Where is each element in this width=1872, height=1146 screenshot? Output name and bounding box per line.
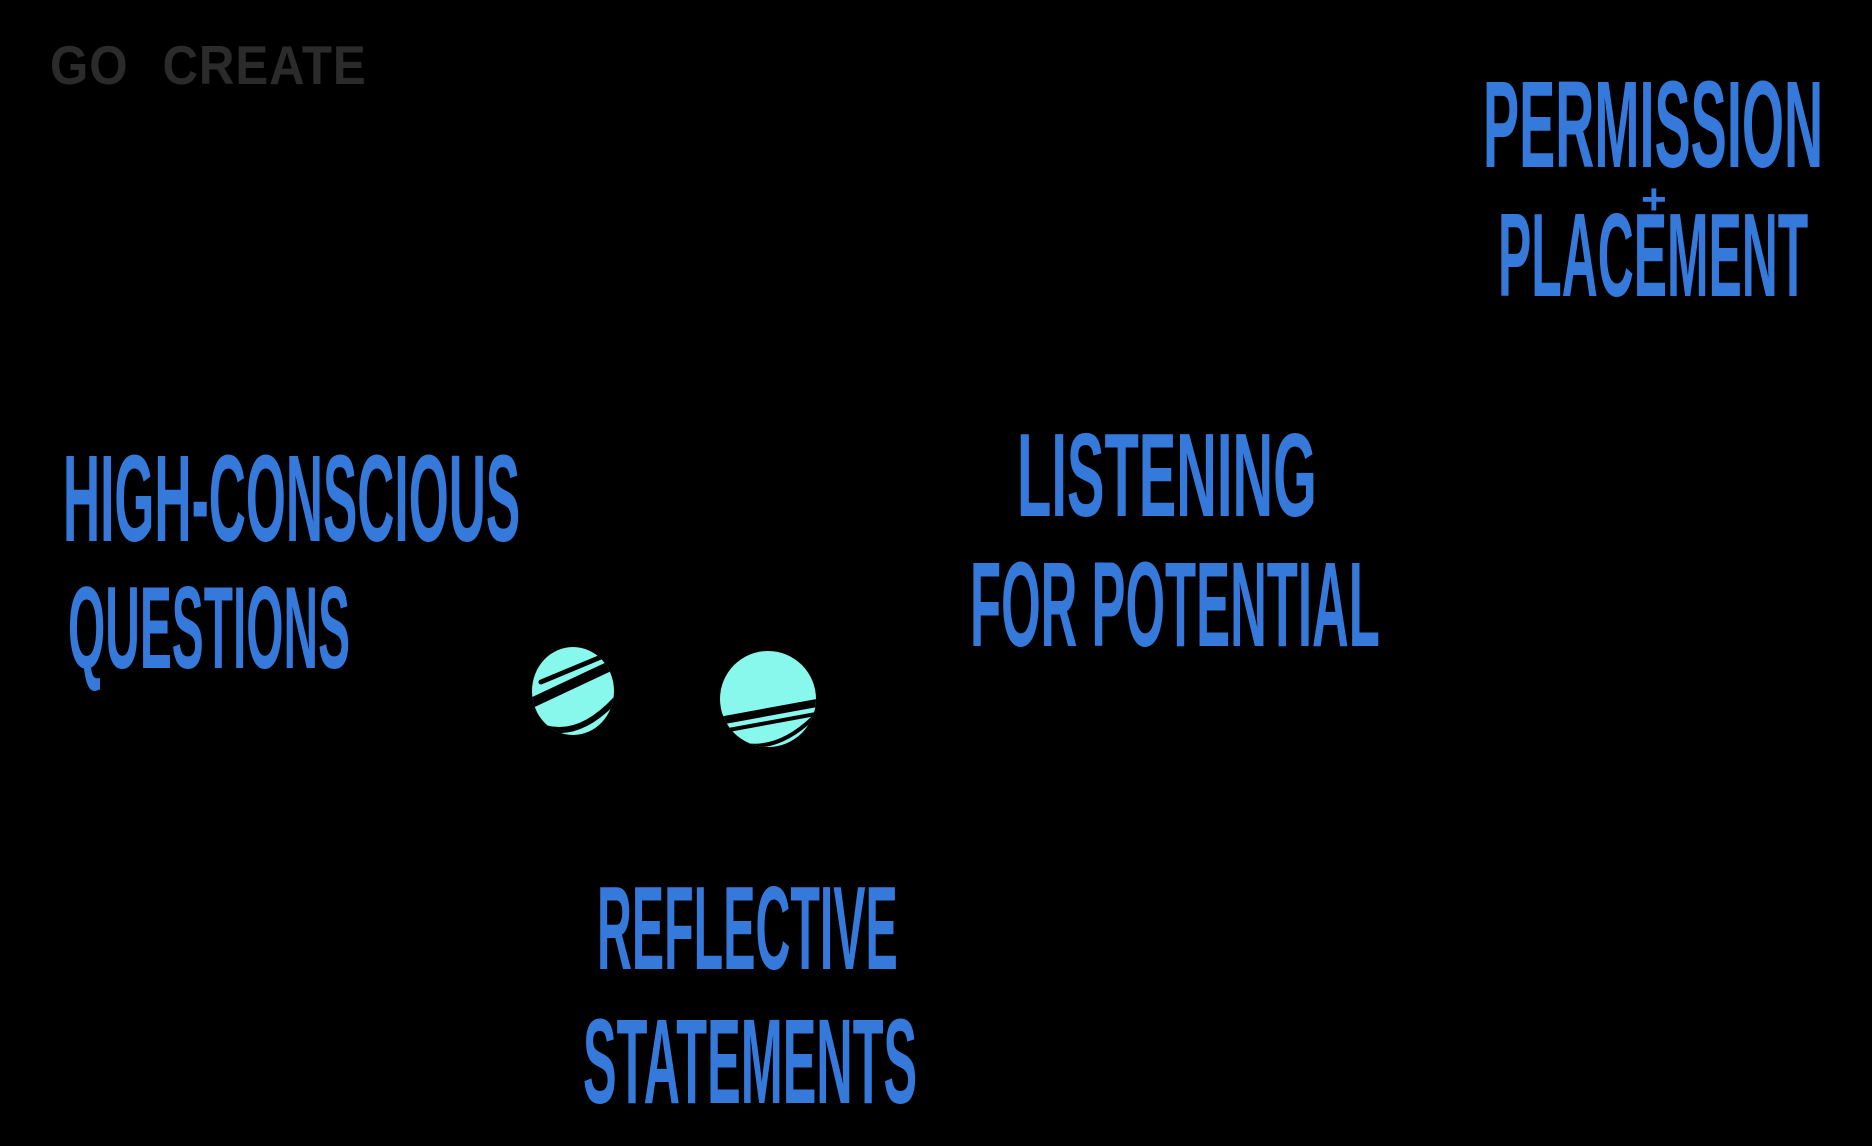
label-placement: PLACEMENT <box>1498 189 1809 322</box>
plus-sign: + <box>1641 175 1667 224</box>
left-eye-icon <box>532 647 614 735</box>
label-listening: LISTENING <box>1017 409 1317 542</box>
label-statements: STATEMENTS <box>583 993 918 1129</box>
label-reflective: REFLECTIVE <box>597 862 898 995</box>
label-permission: PERMISSION <box>1483 57 1824 194</box>
logo-word-create: CREATE <box>162 34 367 96</box>
label-questions: QUESTIONS <box>68 562 351 693</box>
label-high-conscious: HIGH-CONSCIOUS <box>63 431 521 568</box>
logo-word-go: GO <box>50 34 129 96</box>
label-for-potential: FOR POTENTIAL <box>970 536 1380 672</box>
right-eye-icon <box>720 651 816 747</box>
